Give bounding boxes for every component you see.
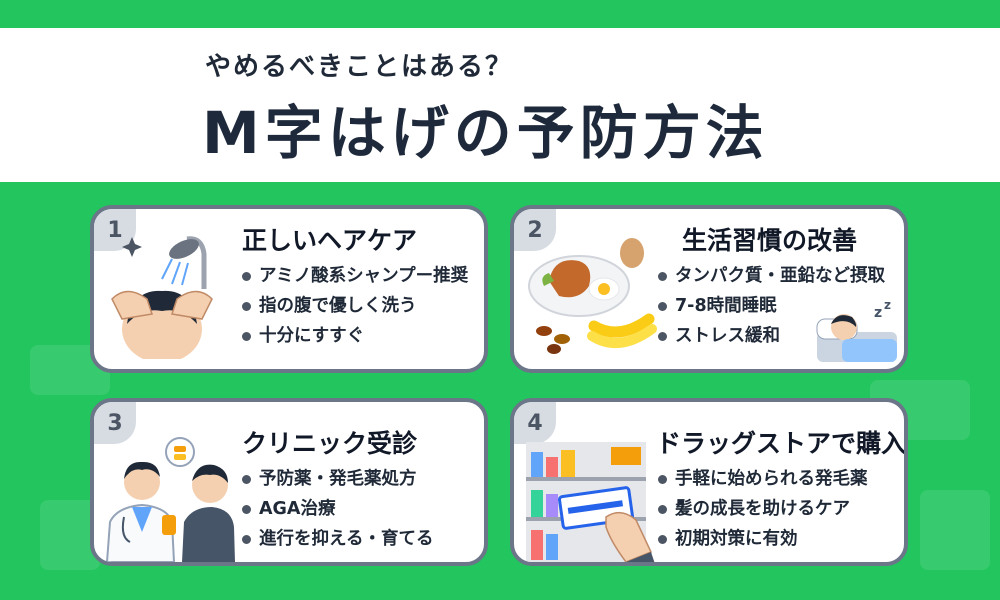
bullet-icon xyxy=(242,504,251,514)
list-item: 髪の成長を助けるケア xyxy=(658,494,868,524)
drugstore-product-icon xyxy=(526,442,655,562)
card-title: 生活習慣の改善 xyxy=(682,226,858,255)
card-drugstore: 4 ドラッグストアで購入 手軽に始められる発毛薬 髪の成長を助けるケア 初期対策… xyxy=(510,398,908,566)
bullet-icon xyxy=(242,534,251,544)
list-item: アミノ酸系シャンプー推奨 xyxy=(242,261,468,291)
sleeping-person-icon: z z xyxy=(816,298,897,362)
card-number: 2 xyxy=(514,209,556,251)
list-item: AGA治療 xyxy=(242,494,433,524)
bullet-icon xyxy=(658,301,667,311)
header: やめるべきことはある？ M字はげの予防方法 xyxy=(0,28,1000,182)
list-item: 指の腹で優しく洗う xyxy=(242,291,468,321)
subtitle: やめるべきことはある？ xyxy=(205,52,514,82)
bullet-icon xyxy=(658,271,667,281)
card-title: ドラッグストアで購入 xyxy=(656,429,907,458)
bullet-icon xyxy=(658,474,667,484)
list-item: 手軽に始められる発毛薬 xyxy=(658,464,868,494)
bullet-icon xyxy=(242,474,251,484)
list-item: ストレス緩和 xyxy=(658,321,885,351)
card-items: アミノ酸系シャンプー推奨 指の腹で優しく洗う 十分にすすぐ xyxy=(242,261,468,351)
doctor-consultation-icon xyxy=(105,437,235,562)
card-number: 4 xyxy=(514,402,556,444)
list-item: 7-8時間睡眠 xyxy=(658,291,885,321)
list-item: タンパク質・亜鉛など摂取 xyxy=(658,261,885,291)
top-band xyxy=(0,0,1000,28)
card-title: 正しいヘアケア xyxy=(242,226,418,255)
bullet-icon xyxy=(658,534,667,544)
svg-text:z: z xyxy=(874,305,882,321)
svg-text:z: z xyxy=(884,298,891,312)
card-number: 3 xyxy=(94,402,136,444)
page-title: M字はげの予防方法 xyxy=(202,99,769,167)
card-items: 予防薬・発毛薬処方 AGA治療 進行を抑える・育てる xyxy=(242,464,433,554)
card-items: 手軽に始められる発毛薬 髪の成長を助けるケア 初期対策に有効 xyxy=(658,464,868,554)
list-item: 十分にすすぐ xyxy=(242,321,468,351)
card-title: クリニック受診 xyxy=(242,429,418,458)
bullet-icon xyxy=(658,504,667,514)
bullet-icon xyxy=(242,301,251,311)
list-item: 初期対策に有効 xyxy=(658,524,868,554)
bullet-icon xyxy=(242,271,251,281)
bullet-icon xyxy=(242,331,251,341)
healthy-food-icon xyxy=(528,238,657,354)
card-lifestyle: 2 z z 生活習慣の改善 タンパク質・亜鉛など摂取 7-8時間睡眠 ストレス緩… xyxy=(510,205,908,373)
bullet-icon xyxy=(658,331,667,341)
card-hair-care: 1 正しいヘアケア アミノ酸系シャンプー推奨 指の腹で優しく洗う 十分にすすぐ xyxy=(90,205,488,373)
shower-hair-wash-icon xyxy=(111,236,213,359)
background-bubble xyxy=(920,490,990,570)
list-item: 進行を抑える・育てる xyxy=(242,524,433,554)
list-item: 予防薬・発毛薬処方 xyxy=(242,464,433,494)
card-clinic: 3 クリニック受診 予防薬・発毛薬処方 AGA治療 進行を抑える・育てる xyxy=(90,398,488,566)
card-items: タンパク質・亜鉛など摂取 7-8時間睡眠 ストレス緩和 xyxy=(658,261,885,351)
